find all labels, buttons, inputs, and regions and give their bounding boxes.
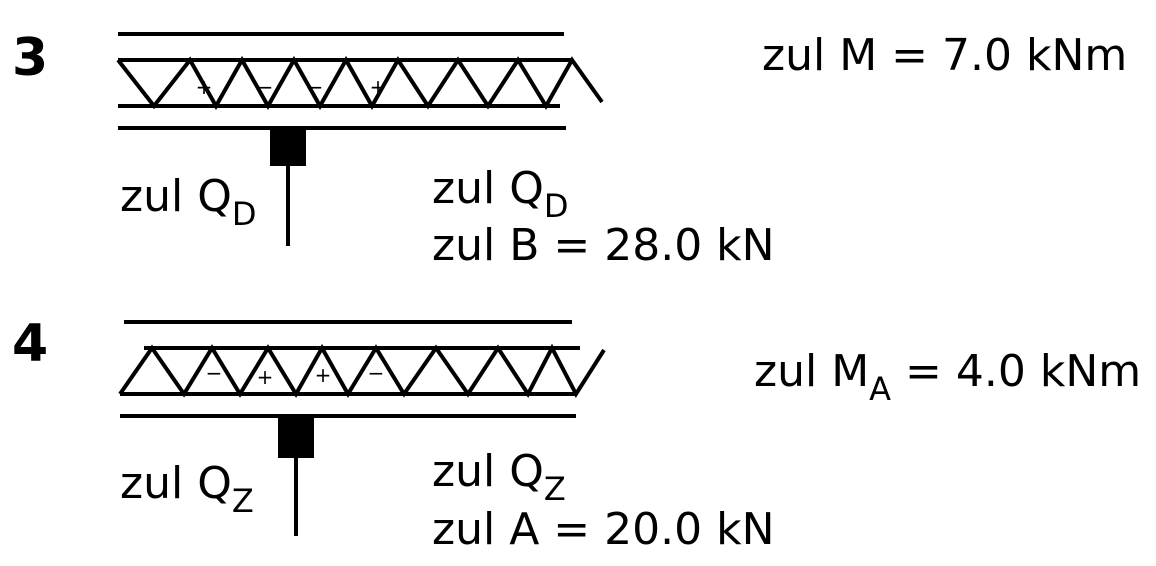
truss-sign: +: [315, 363, 332, 387]
truss-sign: −: [257, 75, 274, 99]
truss-sign: +: [257, 365, 274, 389]
truss-sign: −: [206, 361, 223, 385]
left-load-label-case-4: zul QZ: [120, 458, 254, 520]
case-number-4: 4: [12, 314, 49, 374]
left-load-label-case-3: zul QD: [120, 171, 257, 233]
truss-diagonals: [118, 343, 606, 398]
truss-sign: +: [196, 75, 213, 99]
truss-sign: +: [370, 75, 387, 99]
support-block: [270, 130, 306, 166]
right-load-label-case-3: zul QD: [432, 163, 569, 225]
truss-sign: −: [368, 361, 385, 385]
moment-label-case-4: zul MA = 4.0 kNm: [754, 346, 1142, 408]
reaction-label-case-3: zul B = 28.0 kN: [432, 220, 775, 271]
support-block: [278, 418, 314, 458]
reaction-label-case-4: zul A = 20.0 kN: [432, 504, 775, 555]
truss-sign: −: [307, 75, 324, 99]
moment-label-case-3: zul M = 7.0 kNm: [762, 30, 1128, 81]
case-number-3: 3: [12, 28, 49, 88]
truss-diagonals: [116, 55, 604, 111]
right-load-label-case-4: zul QZ: [432, 446, 566, 508]
